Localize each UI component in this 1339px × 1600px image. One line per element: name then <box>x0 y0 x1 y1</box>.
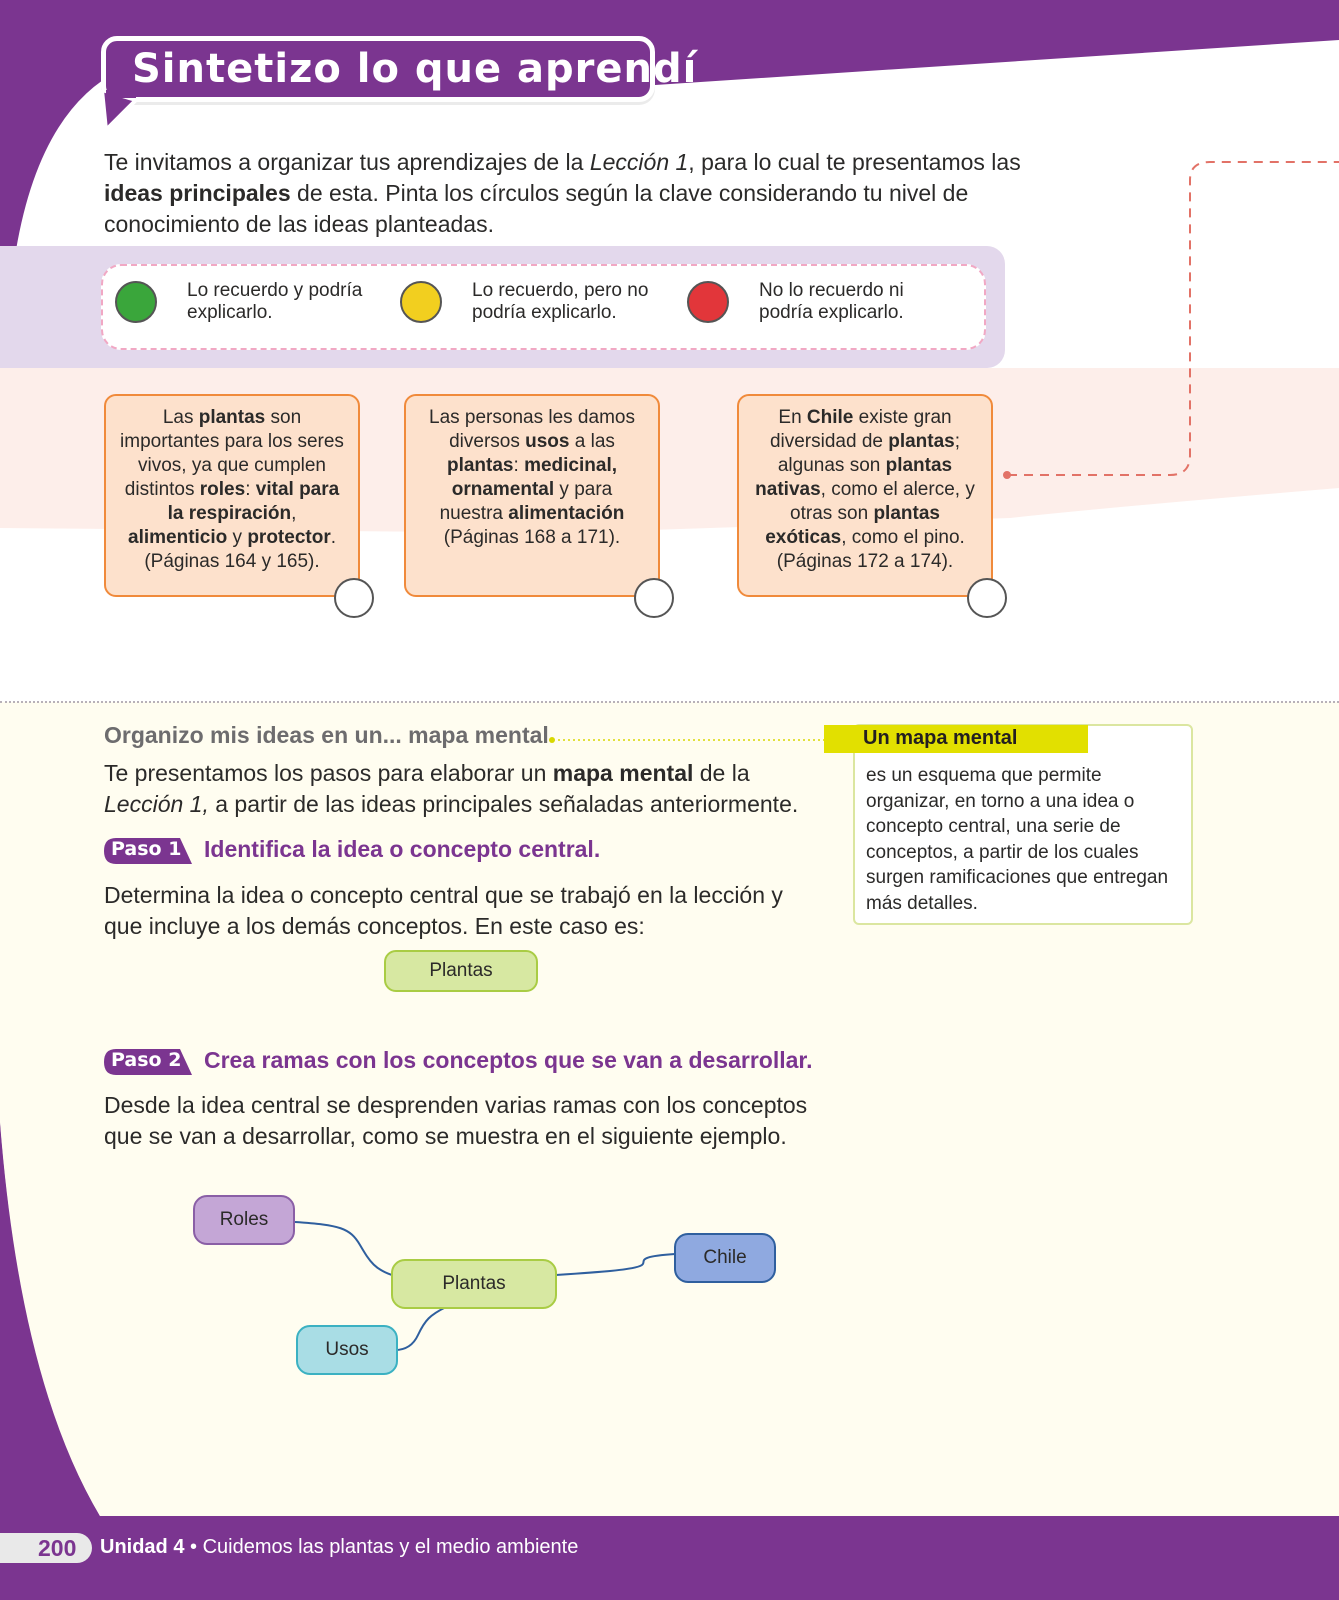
idea-text-segment: plantas <box>446 455 514 476</box>
idea-text-segment: , como el alerce, y otras son <box>790 479 975 524</box>
idea-text-segment: alimenticio <box>128 527 228 548</box>
organizo-title: Organizo mis ideas en un... mapa mental <box>104 722 549 748</box>
footer-unit: Unidad 4 • Cuidemos las plantas y el med… <box>100 1536 579 1558</box>
dashed-connector <box>1003 161 1339 479</box>
idea-text-segment: son importantes para los seres vivos, ya… <box>120 407 344 500</box>
idea-text-segment: , como el pino. (Páginas 172 a 174). <box>776 527 965 572</box>
definition-title: Un mapa mental <box>863 727 1018 749</box>
idea-text-segment: medicinal, ornamental <box>451 455 617 500</box>
idea-text-segment: Chile <box>806 407 854 428</box>
idea-text-segment: alimentación <box>508 503 625 524</box>
dotted-leader <box>549 737 828 743</box>
green-circle-icon <box>115 281 157 323</box>
idea-text-segment: y para nuestra <box>439 479 613 524</box>
idea-text-segment: , <box>291 503 297 524</box>
intro-paragraph: Te invitamos a organizar tus aprendizaje… <box>104 149 1021 237</box>
idea-text-segment: existe gran diversidad de <box>769 407 952 452</box>
idea-text-segment: : <box>513 455 525 476</box>
idea-text-segment: plantas <box>888 431 955 452</box>
title-badge <box>101 36 655 102</box>
idea-text-segment: : <box>245 479 256 500</box>
paso-1-title: Identifica la idea o concepto central. <box>204 836 601 862</box>
page-number-badge <box>0 1533 92 1563</box>
key-item-red: No lo recuerdo ni podría explicarlo. <box>687 280 959 324</box>
idea-text-segment: plantas nativas <box>755 455 953 500</box>
paso-2-label: Paso 2 <box>111 1049 182 1071</box>
key-item-yellow: Lo recuerdo, pero no podría explicarlo. <box>400 280 672 324</box>
page-title: Sintetizo lo que aprendí <box>132 46 698 92</box>
idea-text-segment: ; algunas son <box>777 431 961 476</box>
paso-2-title: Crea ramas con los conceptos que se van … <box>204 1047 813 1073</box>
idea-text-segment: usos <box>525 431 570 452</box>
paso-2-text: Desde la idea central se desprenden vari… <box>104 1092 808 1149</box>
mindmap-node-usos: Usos <box>296 1325 398 1375</box>
idea-text-segment: y <box>227 527 248 548</box>
paso-1-text: Determina la idea o concepto central que… <box>104 882 783 939</box>
idea-text-segment: Las personas les damos diversos <box>429 407 635 452</box>
idea-text-segment: a las <box>569 431 615 452</box>
idea-text-segment: protector <box>247 527 331 548</box>
definition-text: es un esquema que permite organizar, en … <box>866 765 1169 914</box>
central-concept: Plantas <box>384 950 538 992</box>
yellow-circle-icon <box>400 281 442 323</box>
definition-tab-point <box>824 725 842 753</box>
organizo-paragraph: Te presentamos los pasos para elaborar u… <box>104 760 799 817</box>
idea-card-roles: Las plantas son importantes para los ser… <box>104 394 360 597</box>
idea-text-segment: roles <box>199 479 246 500</box>
idea-text-segment: . (Páginas 164 y 165). <box>144 527 336 572</box>
paso-2-badge <box>104 1049 192 1075</box>
idea-card-chile: En Chile existe gran diversidad de plant… <box>737 394 993 597</box>
paso-1-badge <box>104 838 192 864</box>
color-key: Lo recuerdo y podría explicarlo. Lo recu… <box>101 264 986 350</box>
section-divider <box>0 701 1339 703</box>
mindmap-node-chile: Chile <box>674 1233 776 1283</box>
paso-1-label: Paso 1 <box>111 838 182 860</box>
idea-text-segment: Las <box>162 407 199 428</box>
paint-circle-1[interactable] <box>334 578 374 618</box>
idea-text-segment: plantas exóticas <box>765 503 940 548</box>
paint-circle-2[interactable] <box>634 578 674 618</box>
mindmap-connectors <box>294 1221 676 1351</box>
red-circle-icon <box>687 281 729 323</box>
definition-tab <box>824 725 1088 753</box>
idea-card-usos: Las personas les damos diversos usos a l… <box>404 394 660 597</box>
idea-text-segment: vital para la respiración <box>167 479 340 524</box>
page-number: 200 <box>38 1535 77 1561</box>
key-item-green: Lo recuerdo y podría explicarlo. <box>115 280 387 324</box>
mindmap-node-center: Plantas <box>391 1259 557 1309</box>
idea-text-segment: plantas <box>198 407 266 428</box>
paint-circle-3[interactable] <box>967 578 1007 618</box>
idea-text-segment: En <box>778 407 807 428</box>
idea-text-segment: (Páginas 168 a 171). <box>443 527 621 548</box>
title-badge-tail <box>100 90 138 132</box>
mindmap-node-roles: Roles <box>193 1195 295 1245</box>
